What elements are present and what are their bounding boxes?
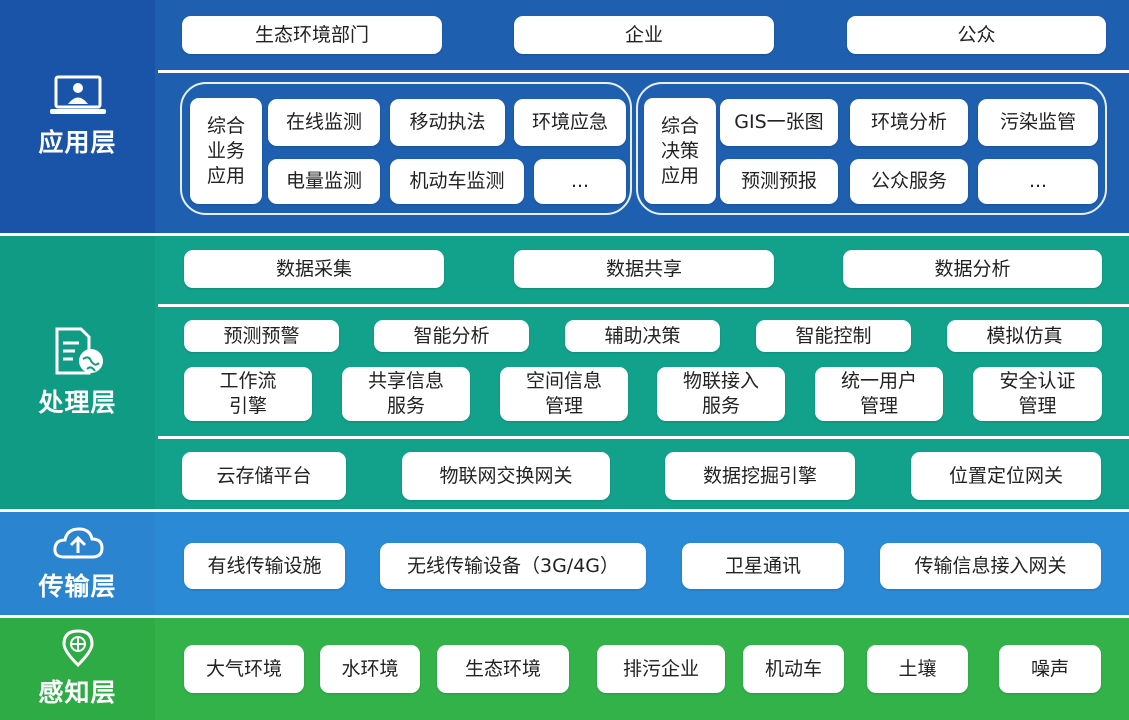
process-item: 智能控制 — [756, 320, 911, 352]
process-item: 物联网交换网关 — [402, 452, 610, 500]
layer-title: 传输层 — [38, 571, 117, 601]
decision-application-group — [636, 82, 1107, 215]
perception-layer: 感知层 大气环境 水环境 生态环境 排污企业 机动车 土壤 噪声 — [0, 618, 1129, 720]
transmission-item: 传输信息接入网关 — [880, 543, 1101, 589]
app-item: 预测预报 — [720, 159, 838, 204]
process-item: 模拟仿真 — [947, 320, 1102, 352]
process-item: 云存储平台 — [182, 452, 346, 500]
business-application-title: 综合 业务 应用 — [190, 98, 262, 204]
process-item: 智能分析 — [374, 320, 529, 352]
cloud-upload-icon — [52, 526, 104, 558]
process-item: 统一用户 管理 — [815, 367, 943, 421]
process-item: 预测预警 — [184, 320, 339, 352]
perception-item: 机动车 — [743, 645, 844, 693]
decision-application-title: 综合 决策 应用 — [644, 98, 716, 204]
perception-item: 水环境 — [320, 645, 420, 693]
application-panel: 生态环境部门 企业 公众 综合 业务 应用 在线监测 移动执法 环境应急 电量监… — [158, 0, 1129, 233]
transmission-panel: 有线传输设施 无线传输设备（3G/4G） 卫星通讯 传输信息接入网关 — [158, 512, 1129, 615]
ecology-department-box: 生态环境部门 — [182, 16, 442, 54]
app-item: 机动车监测 — [390, 159, 524, 204]
perception-item: 噪声 — [999, 645, 1101, 693]
app-item: GIS一张图 — [720, 99, 838, 146]
application-layer-label: 应用层 — [0, 0, 155, 233]
transmission-layer: 传输层 有线传输设施 无线传输设备（3G/4G） 卫星通讯 传输信息接入网关 — [0, 512, 1129, 615]
transmission-item: 无线传输设备（3G/4G） — [380, 543, 646, 589]
process-item: 物联接入 服务 — [657, 367, 785, 421]
app-item: 移动执法 — [390, 99, 505, 146]
transmission-layer-label: 传输层 — [0, 512, 155, 615]
process-item: 数据采集 — [184, 250, 444, 288]
process-item: 安全认证 管理 — [973, 367, 1102, 421]
process-item: 空间信息 管理 — [500, 367, 628, 421]
perception-item: 生态环境 — [437, 645, 569, 693]
processing-layer-label: 处理层 — [0, 236, 155, 509]
perception-panel: 大气环境 水环境 生态环境 排污企业 机动车 土壤 噪声 — [158, 618, 1129, 720]
process-item: 工作流 引擎 — [184, 367, 312, 421]
perception-item: 大气环境 — [184, 645, 304, 693]
divider — [158, 304, 1129, 307]
layer-title: 感知层 — [38, 678, 117, 707]
business-application-group — [180, 82, 632, 215]
app-item: 环境应急 — [514, 99, 626, 146]
process-item: 辅助决策 — [565, 320, 720, 352]
process-item: 共享信息 服务 — [342, 367, 470, 421]
process-item: 数据分析 — [843, 250, 1102, 288]
divider — [158, 70, 1129, 73]
process-item: 数据挖掘引擎 — [665, 452, 855, 500]
enterprise-box: 企业 — [514, 16, 774, 54]
app-item-more: ... — [534, 159, 626, 204]
public-box: 公众 — [847, 16, 1106, 54]
app-item: 环境分析 — [850, 99, 968, 146]
location-globe-icon — [61, 629, 94, 667]
divider — [158, 436, 1129, 439]
application-layer: 应用层 生态环境部门 企业 公众 综合 业务 应用 在线监测 移动执法 环境应急… — [0, 0, 1129, 233]
document-globe-icon — [55, 327, 103, 374]
processing-panel: 数据采集 数据共享 数据分析 预测预警 智能分析 辅助决策 智能控制 模拟仿真 … — [158, 236, 1129, 509]
process-item: 数据共享 — [514, 250, 774, 288]
process-item: 位置定位网关 — [911, 452, 1101, 500]
user-monitor-icon — [49, 75, 106, 114]
app-item: 在线监测 — [268, 99, 380, 146]
app-item: 电量监测 — [268, 159, 380, 204]
layer-title: 应用层 — [38, 127, 117, 157]
layer-title: 处理层 — [38, 387, 117, 417]
perception-item: 土壤 — [867, 645, 968, 693]
transmission-item: 卫星通讯 — [682, 543, 844, 589]
perception-layer-label: 感知层 — [0, 618, 155, 720]
app-item: 公众服务 — [850, 159, 968, 204]
transmission-item: 有线传输设施 — [184, 543, 345, 589]
app-item-more: ... — [978, 159, 1098, 204]
processing-layer: 处理层 数据采集 数据共享 数据分析 预测预警 智能分析 辅助决策 智能控制 模… — [0, 236, 1129, 509]
perception-item: 排污企业 — [597, 645, 725, 693]
app-item: 污染监管 — [978, 99, 1098, 146]
